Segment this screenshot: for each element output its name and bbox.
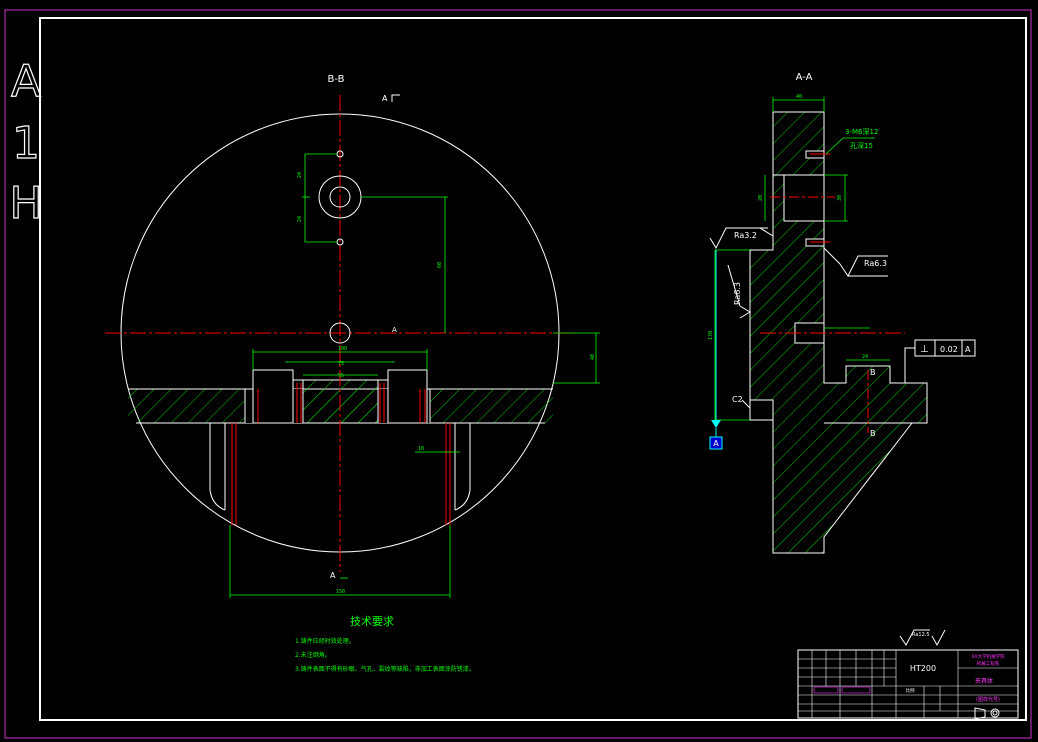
bb-dim-text: 24 24 60 100 75 55 40 150 10 <box>297 172 596 595</box>
svg-text:24: 24 <box>297 172 303 178</box>
sheet-outer-border <box>4 9 1032 739</box>
title-block: HT200 XX大学机械学院 机械工程系 夹具体 (图样代号) 比例 <box>797 649 1019 720</box>
svg-text:60: 60 <box>437 262 443 268</box>
datum-box <box>709 436 723 450</box>
tolerance-value: 0.02 <box>940 345 958 354</box>
slot-inner-left <box>252 369 294 424</box>
roughness-3-text: Ra6.3 <box>864 259 887 268</box>
title-block-frame <box>797 649 1019 719</box>
aa-step-notch <box>749 399 774 421</box>
right-leg <box>454 423 471 511</box>
svg-text:170: 170 <box>708 331 714 340</box>
thread-note-2: 孔深15 <box>850 141 873 150</box>
title-block-magenta-cells <box>813 686 839 694</box>
tolerance-datum: A <box>965 345 971 354</box>
svg-text:40: 40 <box>796 94 802 100</box>
boss-inner-hole <box>329 186 351 208</box>
section-aa-label: A-A <box>796 72 813 83</box>
drawing-no-text: (图样代号) <box>976 696 1000 703</box>
svg-text:10: 10 <box>418 446 424 452</box>
cut-mark-b-top: B <box>870 368 876 377</box>
roughness-symbol-2 <box>727 264 751 319</box>
chamfer-label: C2 <box>732 395 743 404</box>
thread-note-1: 3-M6深12 <box>845 127 878 136</box>
course-text: 机械工程系 <box>977 660 1000 667</box>
tech-req-title: 技术要求 <box>350 615 394 628</box>
cut-mark-a-bottom: A <box>330 571 336 580</box>
roughness-1-text: Ra3.2 <box>734 231 757 240</box>
svg-text:20: 20 <box>758 195 764 201</box>
cut-mark-a-top-arrow <box>391 94 400 102</box>
roughness-symbol-1 <box>709 227 774 250</box>
part-name-text: 夹具体 <box>975 677 993 685</box>
format-char-h: H <box>9 178 42 229</box>
cut-mark-b-bottom: B <box>870 429 876 438</box>
slot-inner-right <box>387 369 428 424</box>
svg-text:30: 30 <box>837 195 843 201</box>
tolerance-symbol: ⊥ <box>920 344 929 355</box>
cut-mark-a-top: A <box>382 94 388 103</box>
view-section-bb: B-B <box>105 74 600 598</box>
datum-label: A <box>713 439 719 448</box>
svg-text:55: 55 <box>338 373 344 379</box>
roughness-2-text: Ra6.3 <box>733 282 742 305</box>
section-bb-label: B-B <box>328 74 345 85</box>
school-text: XX大学机械学院 <box>971 653 1005 660</box>
roughness-symbol-3 <box>823 247 888 277</box>
aa-bore <box>783 174 825 222</box>
tech-req-item-1: 1.铸件应经时效处理。 <box>295 637 355 645</box>
format-char-a: A <box>11 56 41 107</box>
general-roughness <box>899 629 946 647</box>
format-char-1: 1 <box>12 118 40 169</box>
aa-dim-text: 40 30 20 170 24 <box>708 94 868 360</box>
svg-text:40: 40 <box>590 354 596 360</box>
svg-text:24: 24 <box>862 354 868 360</box>
svg-text:150: 150 <box>336 589 345 595</box>
center-hole <box>329 322 351 344</box>
technical-requirements: 技术要求 1.铸件应经时效处理。 2.未注倒角。 3.铸件表面不得有砂眼、气孔、… <box>295 615 475 673</box>
sheet-inner-frame <box>39 17 1027 721</box>
svg-text:24: 24 <box>297 216 303 222</box>
tech-req-item-3: 3.铸件表面不得有砂眼、气孔、裂纹等缺陷，非加工表面涂防锈漆。 <box>295 665 475 673</box>
left-leg <box>209 423 226 511</box>
tolerance-frame <box>904 339 976 383</box>
bb-dimensions <box>229 153 600 598</box>
view-section-aa: A-A 40 30 20 <box>708 72 976 554</box>
general-roughness-text: Ra12.5 <box>912 632 930 638</box>
tech-req-item-2: 2.未注倒角。 <box>295 651 331 659</box>
scale-label-text: 比例 <box>906 687 915 694</box>
svg-text:75: 75 <box>338 361 344 367</box>
material-text: HT200 <box>910 664 936 673</box>
cut-mark-a-center: A <box>392 326 397 334</box>
svg-text:100: 100 <box>338 346 347 352</box>
aa-dimensions <box>714 97 890 421</box>
projection-symbol <box>974 707 1000 720</box>
datum-triangle <box>711 420 721 428</box>
